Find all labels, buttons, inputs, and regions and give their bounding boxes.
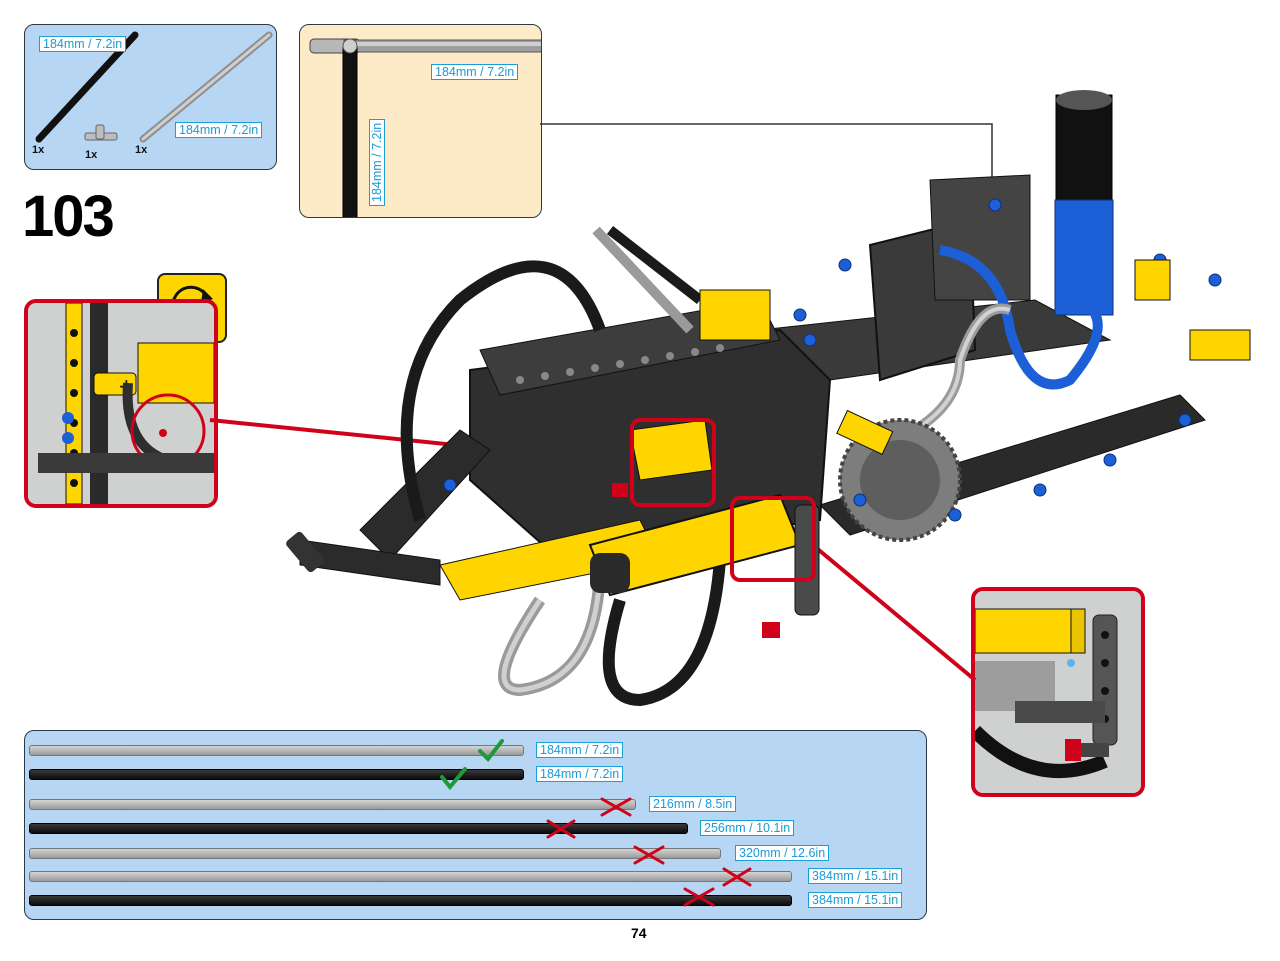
subassembly-illustration [309,38,541,217]
black-tube-icon [35,31,139,143]
guide-rod-gray-384 [29,871,792,882]
horizontal-tube-length-label: 184mm / 7.2in [431,64,519,80]
step-number: 103 [22,184,115,249]
length-guide-panel: 184mm / 7.2in 184mm / 7.2in 216mm / 8.5i… [24,730,927,920]
black-tube-qty: 1x [32,144,45,156]
guide-label-gray-216: 216mm / 8.5in [649,796,737,812]
subassembly-panel: 184mm / 7.2in 184mm / 7.2in [299,24,542,218]
guide-label-black-184: 184mm / 7.2in [536,766,624,782]
detail-callout-left: + [24,299,218,508]
guide-label-black-384: 384mm / 15.1in [808,892,903,908]
guide-label-black-256: 256mm / 10.1in [700,820,795,836]
guide-rod-gray-320 [29,848,721,859]
guide-rod-black-184 [29,769,524,780]
check-icon [440,739,504,791]
guide-rod-gray-184 [29,745,524,756]
page-number: 74 [631,925,647,941]
parts-panel: 184mm / 7.2in 184mm / 7.2in 1x 1x 1x [24,24,277,170]
guide-rod-black-256 [29,823,688,834]
callout-right-illustration [975,591,1141,793]
parts-illustration [35,31,273,143]
gray-tube-qty: 1x [135,144,148,156]
cross-icon [546,797,752,907]
guide-marks [440,739,752,907]
guide-rod-gray-216 [29,799,636,810]
guide-rod-black-384 [29,895,792,906]
detail-callout-right [971,587,1145,797]
guide-label-gray-320: 320mm / 12.6in [735,845,830,861]
black-tube-length-label: 184mm / 7.2in [39,36,127,52]
t-connector-icon [84,124,118,141]
guide-label-gray-184: 184mm / 7.2in [536,742,624,758]
callout-left-illustration: + [28,303,214,504]
guide-label-gray-384: 384mm / 15.1in [808,868,903,884]
t-connector-qty: 1x [85,149,98,161]
gray-tube-length-label: 184mm / 7.2in [175,122,263,138]
